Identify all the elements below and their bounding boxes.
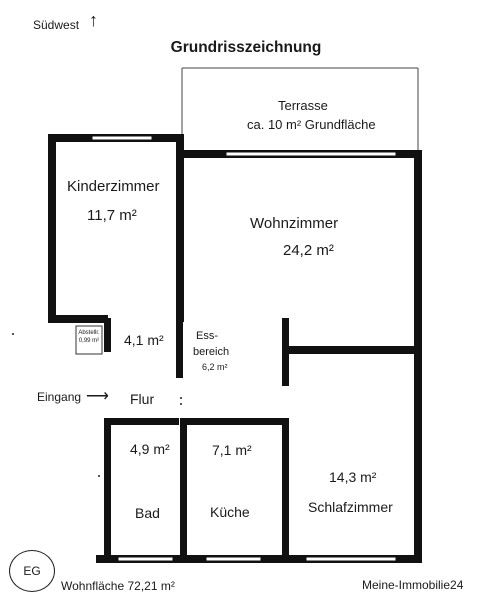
abstell-box: [75, 325, 103, 355]
wohnzimmer-area: 24,2 m²: [283, 242, 334, 259]
schlafzimmer-name: Schlafzimmer: [308, 499, 393, 515]
wall-right: [414, 150, 422, 562]
wall-bad-kitchen: [180, 418, 187, 562]
essbereich-name-1: Ess-: [196, 330, 218, 342]
flur-name: Flur: [130, 391, 155, 407]
wall-bed-left-upper: [282, 350, 289, 386]
wall-living-bed: [286, 346, 418, 354]
bad-area: 4,9 m²: [130, 441, 170, 457]
abstell-name: Abstellr.: [78, 330, 100, 336]
essbereich-name-2: bereich: [193, 346, 230, 358]
abstell-area: 0,99 m²: [78, 338, 100, 344]
kueche-name: Küche: [210, 504, 250, 520]
terrace-area-note: ca. 10 m² Grundfläche: [247, 117, 376, 132]
kinderzimmer-name: Kinderzimmer: [67, 178, 160, 195]
watermark: Meine-Immobilie24: [362, 578, 464, 592]
wall-flur-right-upper: [176, 322, 183, 378]
schlafzimmer-area: 14,3 m²: [329, 469, 377, 485]
wall-kitchen-bed: [282, 418, 289, 562]
entrance-arrow-icon: ⟶: [86, 388, 109, 405]
window-living: [225, 151, 397, 157]
kinderzimmer-area: 11,7 m²: [87, 207, 137, 224]
wall-living-bed-stub: [282, 318, 289, 354]
plan-title: Grundrisszeichnung: [170, 39, 322, 56]
wall-center-vertical: [176, 134, 184, 322]
wall-bad-left: [104, 418, 111, 562]
north-arrow-icon: ↑: [89, 10, 98, 30]
bad-name: Bad: [135, 505, 160, 521]
floor-badge-label: EG: [23, 564, 41, 578]
entrance-label: Eingang: [37, 390, 82, 404]
window-kinder: [91, 135, 153, 141]
wall-kinder-bottom: [48, 315, 108, 323]
window-kitchen-a: [205, 556, 262, 562]
essbereich-area: 6,2 m²: [202, 362, 228, 372]
wall-kitchen-top: [180, 418, 286, 425]
window-bed: [305, 556, 397, 562]
wohnzimmer-name: Wohnzimmer: [250, 215, 339, 232]
terrace-name: Terrasse: [278, 98, 328, 113]
compass-label: Südwest: [33, 18, 80, 32]
floor-badge: EG: [9, 550, 55, 592]
flur-upper-area: 4,1 m²: [124, 332, 164, 348]
window-bad: [117, 556, 174, 562]
kueche-area: 7,1 m²: [212, 442, 252, 458]
wall-kinder-left: [48, 134, 56, 322]
wall-bad-top: [104, 418, 179, 425]
wall-flur-left-upper: [104, 318, 111, 352]
windows: [91, 135, 397, 562]
wohnflaeche-total: Wohnfläche 72,21 m²: [61, 579, 175, 593]
